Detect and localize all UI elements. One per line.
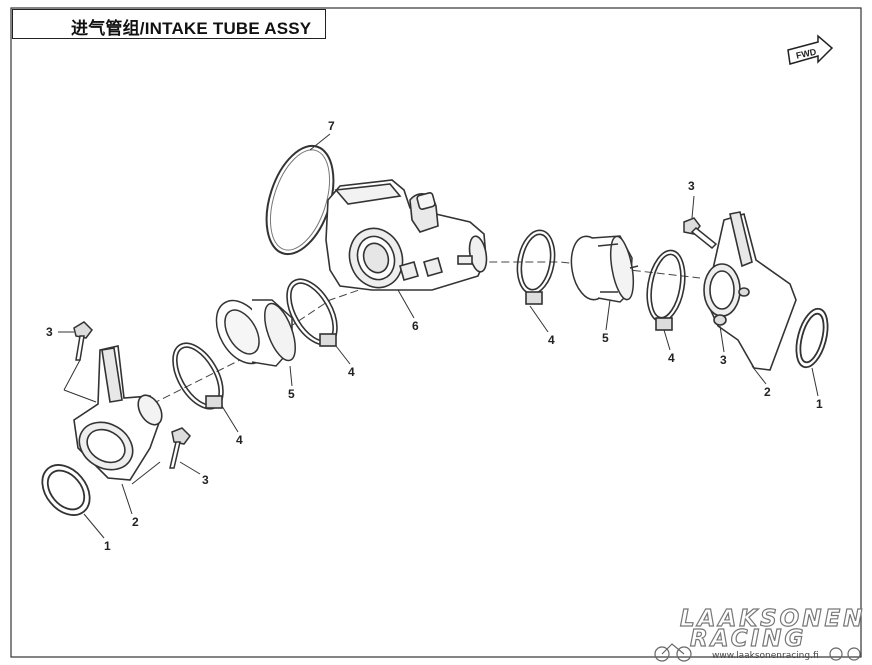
callout-4-right-b: 4 (668, 351, 675, 365)
callout-4-left-b: 4 (236, 433, 243, 447)
callout-3-left-bottom: 3 (202, 473, 209, 487)
diagram-title: 进气管组/INTAKE TUBE ASSY (71, 19, 312, 38)
watermark-line1: LAAKSONEN (679, 605, 866, 632)
part-2-flange-right (703, 211, 797, 371)
callout-5-right: 5 (602, 331, 609, 345)
callout-3-right-mid: 3 (720, 353, 727, 367)
part-6-throttle-body (325, 179, 488, 291)
part-5-intake-boot-left (215, 299, 296, 367)
part-1-gasket-left (41, 464, 91, 516)
callout-2-right: 2 (764, 385, 771, 399)
title-box: 进气管组/INTAKE TUBE ASSY (12, 9, 326, 39)
part-2-flange-left (73, 345, 163, 481)
callout-4-left-a: 4 (348, 365, 355, 379)
callout-5-left: 5 (288, 387, 295, 401)
fwd-label: FWD (795, 47, 818, 61)
callout-1-right: 1 (816, 397, 823, 411)
part-3-bolt-right (683, 217, 718, 250)
drawing-border (10, 7, 862, 658)
callout-6: 6 (412, 319, 419, 333)
part-4-clamp-right-a (516, 229, 556, 305)
callout-1-left: 1 (104, 539, 111, 553)
callout-3-right-top: 3 (688, 179, 695, 193)
watermark-logo-icon (654, 643, 861, 662)
watermark-line2: RACING (689, 625, 807, 652)
part-4-clamp-left-b (286, 278, 338, 347)
callout-7: 7 (328, 119, 335, 133)
part-4-clamp-left-a (172, 342, 224, 410)
part-3-bolt-left-bottom (169, 427, 191, 469)
callout-4-right-a: 4 (548, 333, 555, 347)
fwd-arrow-icon: FWD (787, 34, 834, 65)
watermark-url: www.laaksonenracing.fi (712, 651, 819, 661)
leader-lines (58, 133, 819, 539)
callout-2-left: 2 (132, 515, 139, 529)
part-4-clamp-right-b (646, 249, 686, 331)
callout-3-left-top: 3 (46, 325, 53, 339)
part-1-gasket-right (795, 307, 829, 369)
part-5-intake-boot-right (570, 235, 639, 303)
part-3-bolt-left-top (73, 321, 93, 361)
